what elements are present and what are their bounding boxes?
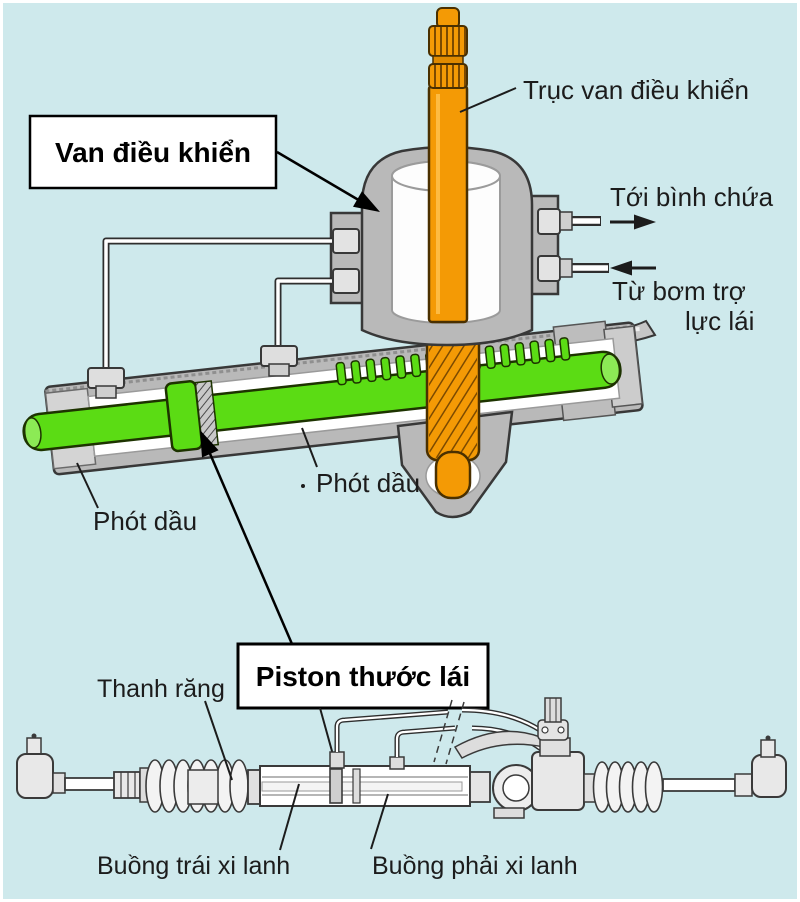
joint-neck-left: [52, 772, 66, 794]
rack-tooth: [380, 356, 392, 381]
flow-arrow-left-head: [610, 260, 632, 276]
flow-arrow-right-head: [634, 214, 656, 230]
rack-bar-right-tip: [600, 353, 621, 385]
annotations-upper: Trục van điều khiển Van điều khiển Tới b…: [28, 75, 774, 763]
cylinder-port-fitting: [260, 345, 298, 367]
rack-bar-left-tip: [23, 417, 42, 449]
valve-body-lower: [531, 751, 585, 811]
leader-rack-bar: [204, 700, 233, 781]
rack-tooth: [484, 345, 496, 369]
leader-oil-seal-right: [301, 427, 318, 468]
arrow-control-valve-head: [353, 191, 380, 212]
cylinder-port-fitting: [87, 367, 125, 389]
lower-pipe2-inner: [395, 726, 456, 757]
tie-rod-left: [64, 777, 116, 791]
pinion-worm-gear: [425, 316, 481, 500]
callout-box-rack-piston: [236, 642, 490, 710]
cylinder-transition: [469, 771, 491, 803]
label-left-chamber: Buồng trái xi lanh: [97, 852, 290, 880]
label-from-pump-line2: lực lái: [685, 306, 754, 336]
adjuster-right: [734, 773, 753, 797]
rack-tooth: [395, 355, 407, 379]
label-oil-seal-right: Phót dầu: [316, 468, 420, 498]
u-joint-bolt: [541, 726, 549, 734]
valve-fitting-nut: [332, 268, 360, 294]
input-shaft-body: [427, 84, 469, 324]
leader-dot: [301, 484, 305, 488]
stud-tip: [765, 735, 771, 741]
ball-joint-left: [16, 753, 54, 799]
label-right-chamber: Buồng phải xi lanh: [372, 852, 578, 880]
shaft-spline-lower: [428, 63, 468, 89]
piston-lower: [329, 768, 343, 804]
ball-joint-right: [751, 754, 787, 798]
pinion-boss-inner: [502, 774, 530, 802]
inner-ball-housing: [187, 769, 219, 805]
shaft-spline-upper: [428, 25, 468, 57]
upper-cutaway-diagram: [22, 7, 657, 519]
pipe-break-mark: [433, 699, 453, 763]
label-valve-shaft: Trục van điều khiển: [523, 75, 749, 105]
rack-tooth: [529, 340, 541, 365]
pipe-break-mark: [445, 701, 465, 765]
valve-fitting-nut: [332, 228, 360, 254]
tie-rod-right: [662, 778, 736, 792]
leader-right-chamber: [370, 793, 389, 850]
rack-tooth: [335, 361, 347, 386]
label-from-pump-line1: Từ bơm trợ: [612, 276, 746, 306]
reservoir-fitting-sleeve: [559, 211, 573, 231]
arrow-piston-line: [206, 448, 294, 645]
piston-spacer: [352, 768, 361, 804]
label-rack-bar: Thanh răng: [97, 675, 225, 703]
rack-rod-lower: [261, 781, 463, 792]
callout-text-rack-piston: Piston thước lái: [256, 661, 470, 692]
rack-tooth: [514, 342, 526, 366]
rack-tooth: [544, 338, 556, 363]
annotations-lower: Thanh răng Buồng trái xi lanh Buồng phải…: [97, 675, 578, 880]
boot-right: [592, 761, 664, 813]
cylinder-port-base: [268, 363, 290, 377]
arrow-control-valve-line: [276, 150, 363, 204]
pump-fitting-sleeve: [559, 258, 573, 278]
pipe-mid-inner: [276, 279, 349, 352]
callout-box-control-valve: [28, 114, 278, 190]
leader-valve-shaft: [459, 87, 517, 113]
pump-fitting-nut: [537, 255, 561, 282]
mount-tab: [493, 807, 525, 819]
cylinder-port-base: [95, 385, 117, 399]
lower-pipe1-inner: [335, 710, 449, 752]
adjuster-left: [113, 771, 141, 799]
boot-rib: [644, 761, 664, 813]
port-right-chamber: [389, 756, 405, 770]
port-left-chamber: [329, 751, 345, 769]
boot-rib: [229, 759, 249, 813]
label-oil-seal-left: Phót dầu: [93, 506, 197, 536]
rack-tooth: [410, 353, 422, 378]
leader-oil-seal-left: [76, 462, 99, 509]
rack-tooth: [365, 358, 377, 383]
pipe-left-inner: [104, 239, 349, 376]
reservoir-fitting-nut: [537, 208, 561, 235]
rack-cylinder-assembly: [22, 320, 644, 476]
rack-tooth: [559, 337, 571, 361]
lower-assembly-drawing: [16, 697, 787, 819]
label-to-reservoir: Tới bình chứa: [610, 182, 774, 212]
rack-tooth: [350, 360, 362, 384]
input-spline-lower: [544, 697, 562, 723]
arrow-piston-head: [200, 430, 219, 458]
leader-left-chamber: [279, 783, 300, 851]
housing-rib-texture: [45, 324, 634, 393]
ball-joint-stud-right: [760, 739, 776, 758]
rack-tooth: [499, 343, 511, 368]
pinion-tip: [434, 450, 472, 500]
hydraulic-pipes: [87, 208, 609, 399]
valve-input-shaft: [427, 7, 469, 324]
u-joint-bolt: [557, 726, 565, 734]
worm-gear-hatch: [429, 320, 477, 458]
callout-text-control-valve: Van điều khiển: [55, 137, 251, 168]
